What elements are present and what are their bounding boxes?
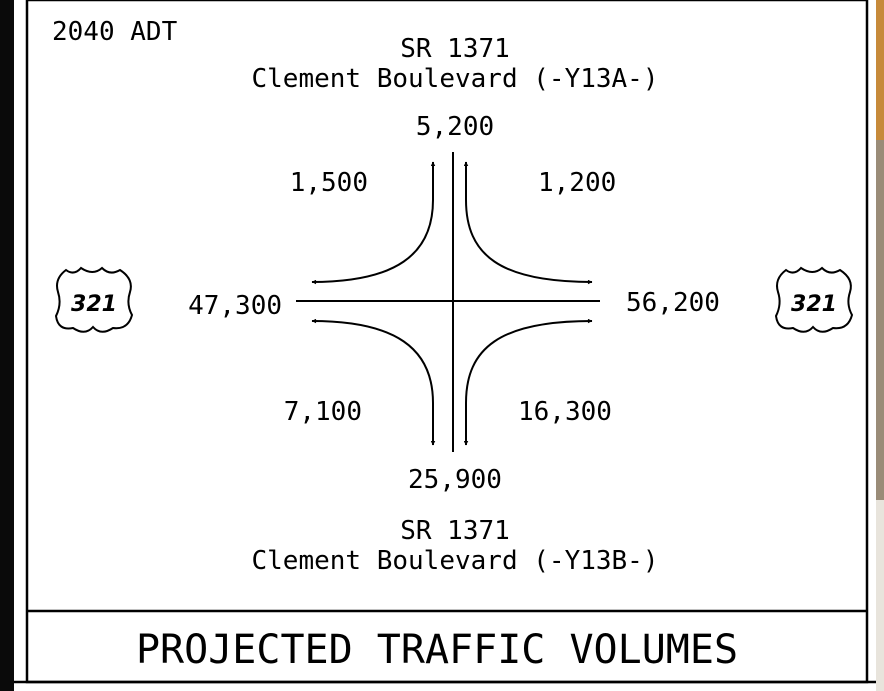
- se-turn-arrow: [463, 318, 593, 446]
- north-road-name: Clement Boulevard (-Y13A-): [252, 64, 659, 94]
- shield-number-west: 321: [71, 292, 117, 317]
- drawing-frame: [25, 0, 869, 684]
- north-route-label: SR 1371: [400, 34, 510, 64]
- ne-turn-volume: 1,200: [538, 168, 616, 198]
- south-road-name: Clement Boulevard (-Y13B-): [252, 546, 659, 576]
- us-route-shield-west: 321: [54, 266, 134, 333]
- north-leg-volume: 5,200: [416, 112, 494, 142]
- east-leg-volume: 56,200: [626, 288, 720, 318]
- nw-turn-volume: 1,500: [290, 168, 368, 198]
- us-route-shield-east: 321: [774, 266, 854, 333]
- drawing-title: PROJECTED TRAFFIC VOLUMES: [136, 627, 738, 673]
- shield-number-east: 321: [791, 292, 837, 317]
- south-leg-volume: 25,900: [408, 465, 502, 495]
- sw-turn-volume: 7,100: [284, 397, 362, 427]
- south-route-label: SR 1371: [400, 516, 510, 546]
- sw-turn-arrow: [311, 318, 436, 446]
- adt-label: 2040 ADT: [52, 17, 178, 47]
- se-turn-volume: 16,300: [518, 397, 612, 427]
- ne-turn-arrow: [463, 161, 593, 285]
- left-border-bar: [0, 0, 14, 691]
- nw-turn-arrow: [311, 161, 436, 285]
- right-edge-strip: [876, 0, 884, 691]
- west-leg-volume: 47,300: [188, 291, 282, 321]
